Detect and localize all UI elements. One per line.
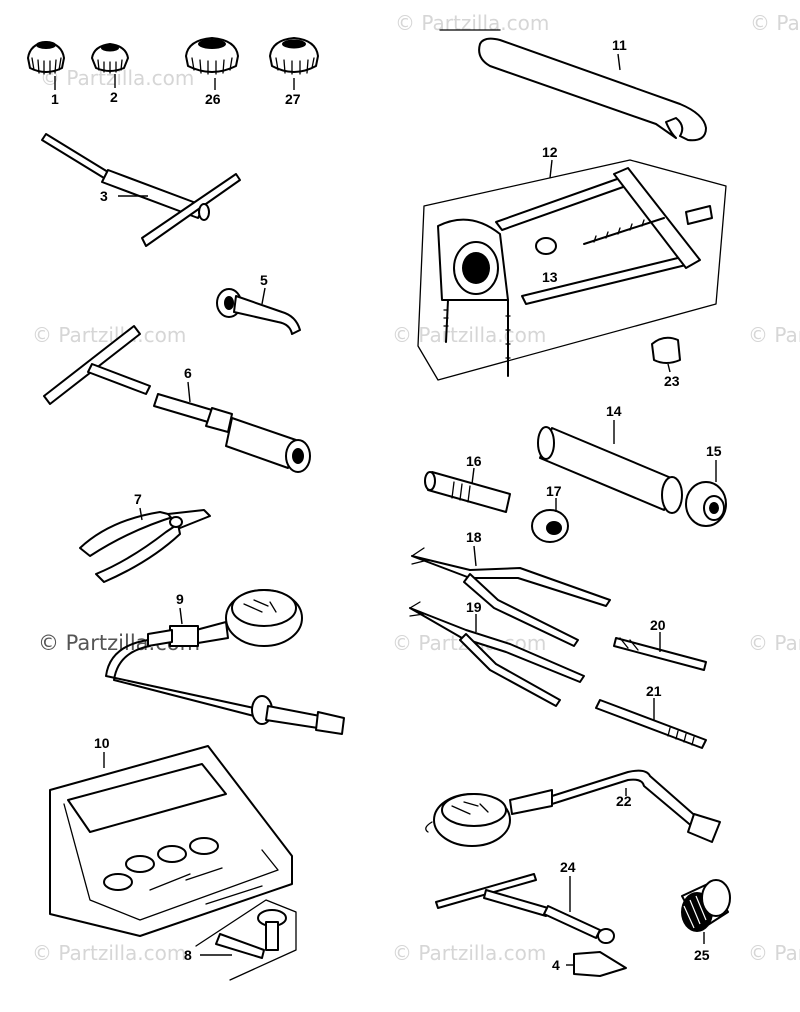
callout-24: 24 xyxy=(560,859,576,875)
watermark-layer: © Partzilla.com © Partzilla.com © Partzi… xyxy=(32,11,800,965)
callout-3: 3 xyxy=(100,188,108,204)
callout-12: 12 xyxy=(542,144,558,160)
watermark: © Partzilla.com xyxy=(392,941,546,965)
part-21-shaft: 21 xyxy=(595,683,707,749)
callout-23: 23 xyxy=(664,373,680,389)
callout-8: 8 xyxy=(184,947,192,963)
callout-6: 6 xyxy=(184,365,192,381)
watermark: © Partzilla.com xyxy=(32,323,186,347)
part-25-knurled-nut: 25 xyxy=(681,879,731,963)
watermark: © Partzilla.com xyxy=(750,11,800,35)
callout-18: 18 xyxy=(466,529,482,545)
callout-9: 9 xyxy=(176,591,184,607)
callout-20: 20 xyxy=(650,617,666,633)
callout-21: 21 xyxy=(646,683,662,699)
part-20-pin-punch: 20 xyxy=(613,617,707,671)
part-3-t-handle: 3 xyxy=(41,133,241,247)
callout-4: 4 xyxy=(552,957,560,973)
part-1-bearing-tool: 1 xyxy=(27,41,65,107)
part-16-driver: 16 xyxy=(424,453,511,513)
watermark: © Partzilla.com xyxy=(392,323,546,347)
watermark: © Partzilla.com xyxy=(748,941,800,965)
part-8-tool: 8 xyxy=(184,899,297,981)
watermark: © Partzilla.com xyxy=(748,631,800,655)
callout-17: 17 xyxy=(546,483,562,499)
callout-15: 15 xyxy=(706,443,722,459)
part-11-pin-spanner: 11 xyxy=(439,29,707,142)
part-18-snap-ring-pliers: 18 xyxy=(411,529,611,647)
part-26-bearing-tool: 26 xyxy=(185,37,239,107)
part-24-t-handle-wrench: 24 xyxy=(435,859,615,944)
part-23-adapter: 23 xyxy=(651,336,681,389)
callout-13: 13 xyxy=(542,269,558,285)
callout-26: 26 xyxy=(205,91,221,107)
callout-22: 22 xyxy=(616,793,632,809)
callout-10: 10 xyxy=(94,735,110,751)
callout-11: 11 xyxy=(612,37,627,53)
part-27-bearing-tool: 27 xyxy=(269,37,319,107)
part-4-tip: 4 xyxy=(552,951,627,977)
part-19-snap-ring-pliers: 19 xyxy=(409,599,585,707)
part-14-installer-tube: 14 xyxy=(537,403,683,514)
callout-19: 19 xyxy=(466,599,482,615)
callout-1: 1 xyxy=(51,91,59,107)
part-7-cutting-pliers: 7 xyxy=(79,491,211,583)
part-2-bearing-tool: 2 xyxy=(91,43,129,105)
part-10-tool-case: 10 xyxy=(49,735,293,937)
part-5-hook-wrench: 5 xyxy=(216,272,301,335)
watermark: © Partzilla.com xyxy=(32,941,186,965)
callout-5: 5 xyxy=(260,272,268,288)
callout-25: 25 xyxy=(694,947,710,963)
part-22-pressure-gauge: 22 xyxy=(425,769,721,847)
part-9-pressure-gauge: 9 xyxy=(105,589,345,735)
part-12-bearing-puller: 12 13 xyxy=(417,144,727,381)
callout-2: 2 xyxy=(110,89,118,105)
part-17-collar: 17 xyxy=(531,483,569,543)
callout-7: 7 xyxy=(134,491,142,507)
watermark: © Partzilla.com xyxy=(748,323,800,347)
callout-27: 27 xyxy=(285,91,301,107)
watermark: © Partzilla.com xyxy=(395,11,549,35)
callout-14: 14 xyxy=(606,403,622,419)
part-15-adapter: 15 xyxy=(685,443,727,527)
callout-16: 16 xyxy=(466,453,482,469)
part-6-t-socket-wrench: 6 xyxy=(43,325,311,473)
